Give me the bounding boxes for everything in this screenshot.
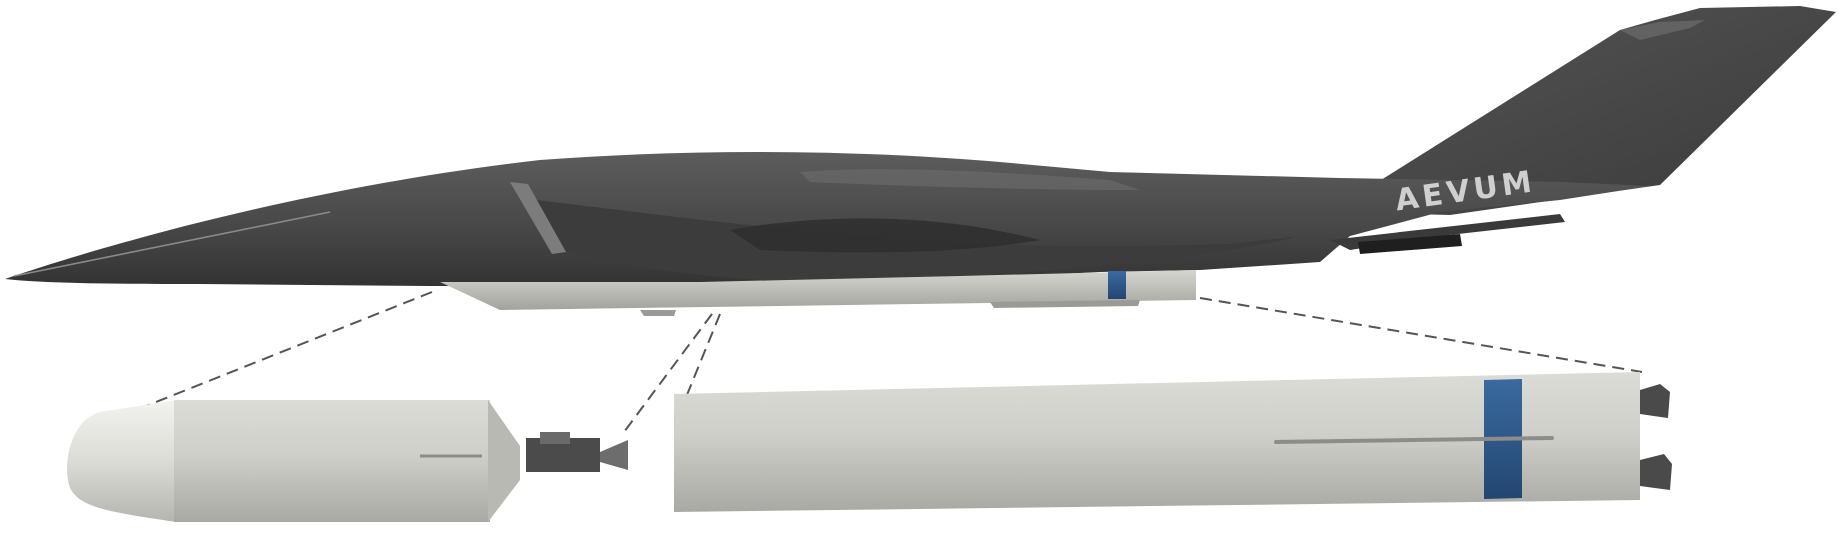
- aircraft-tail-fin-top: [1620, 20, 1705, 40]
- rocket-under-aircraft-rail-front: [640, 310, 676, 316]
- first-stage-rail: [1274, 436, 1554, 444]
- upper-stage-fairing: [67, 400, 176, 522]
- upper-stage: [67, 400, 628, 522]
- upper-stage-cone: [488, 400, 520, 522]
- aircraft: AEVUM: [5, 6, 1836, 286]
- rocket-under-aircraft-band: [1108, 271, 1126, 299]
- leader-line-tail: [1199, 297, 1643, 373]
- aircraft-wing-shadow: [730, 218, 1040, 253]
- leader-line-nose: [135, 291, 433, 411]
- first-stage-nozzle-bottom: [1640, 454, 1672, 490]
- aircraft-wing: [520, 198, 1300, 283]
- aircraft-fuselage: [5, 151, 1650, 286]
- rocket-under-aircraft-body: [440, 270, 1196, 310]
- upper-stage-body: [174, 400, 490, 522]
- aircraft-dorsal-highlight: [800, 169, 1140, 190]
- upper-stage-engine-bell: [600, 440, 628, 470]
- upper-stage-engine-detail: [540, 432, 570, 444]
- leader-lines: [135, 291, 1643, 433]
- first-stage-body: [674, 372, 1640, 512]
- aircraft-tail-underside: [1358, 234, 1462, 254]
- aircraft-intake-edge: [510, 182, 566, 254]
- rocket-under-aircraft-rail-rear: [990, 300, 1140, 308]
- first-stage-nozzle-top: [1640, 384, 1670, 418]
- rocket-under-aircraft: [440, 270, 1196, 316]
- leader-line-stage-left: [623, 313, 713, 433]
- first-stage: [674, 372, 1672, 512]
- aircraft-nose-line: [13, 211, 331, 277]
- aircraft-tail-fin: [1330, 6, 1836, 215]
